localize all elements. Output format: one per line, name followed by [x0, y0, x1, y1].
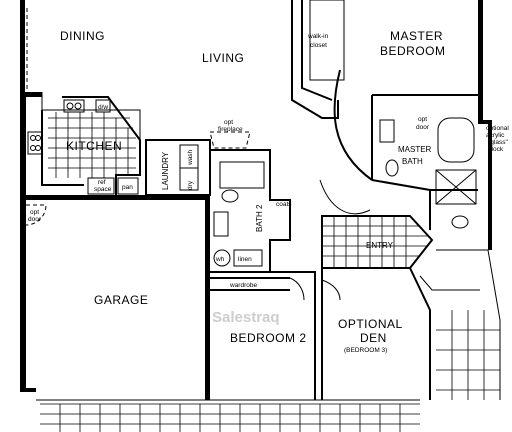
- dishwasher: [95, 99, 111, 113]
- kitchen-area: [27, 96, 141, 195]
- front-porch: [36, 249, 501, 432]
- label-laundry: LAUNDRY: [161, 151, 170, 190]
- watermark: Salestraq: [212, 309, 280, 326]
- label-glass-block-line2: acrylic: [486, 132, 505, 139]
- label-glass-block-line3: "glass": [488, 139, 508, 146]
- shower: [435, 169, 477, 205]
- label-glass-block-line1: optional: [486, 125, 509, 132]
- dining-living-zone: [26, 8, 141, 140]
- toilet: [221, 189, 239, 203]
- master-tub: [437, 117, 475, 163]
- linen-closet: [233, 249, 263, 267]
- label-bedroom-2: BEDROOM 2: [230, 331, 307, 345]
- label-master-bath-line2: BATH: [402, 157, 423, 166]
- entry-toilet: [451, 215, 469, 229]
- label-ref-space-line1: ref: [98, 179, 106, 186]
- label-wardrobe: wardrobe: [229, 282, 257, 289]
- master-vanity: [379, 119, 395, 143]
- bedrooms: [210, 267, 431, 400]
- label-kitchen: KITCHEN: [66, 139, 122, 153]
- entry-area: [319, 179, 434, 269]
- label-coats: coats: [276, 201, 292, 208]
- label-garage-door-line1: opt: [30, 209, 39, 216]
- label-garage-door-line2: door: [28, 216, 42, 223]
- label-optional-den-line1: OPTIONAL: [338, 317, 403, 331]
- label-master-bedroom-line2: BEDROOM: [380, 44, 446, 58]
- ref-space: [87, 177, 115, 195]
- label-optional-den-line3: (BEDROOM 3): [344, 347, 387, 354]
- label-optional-den-line2: DEN: [360, 331, 387, 345]
- laundry-room: [145, 139, 211, 196]
- label-pantry: pan: [122, 184, 133, 191]
- label-glass-block-line4: block: [488, 146, 504, 153]
- kitchen-tiles: [48, 112, 136, 178]
- label-dining: DINING: [60, 29, 105, 43]
- label-dryer: dry: [187, 180, 194, 190]
- label-ref-space-line2: space: [94, 186, 112, 193]
- label-entry: ENTRY: [366, 241, 394, 250]
- label-bath-2: BATH 2: [255, 204, 264, 232]
- label-master-bedroom-line1: MASTER: [390, 29, 443, 43]
- label-water-heater: wh: [215, 256, 225, 263]
- sink: [63, 99, 85, 113]
- pantry: [117, 177, 139, 195]
- label-fireplace-line2: fireplace: [218, 126, 243, 133]
- fireplace: [209, 131, 251, 149]
- range: [27, 131, 43, 155]
- master-toilet: [385, 159, 399, 177]
- label-walkin-closet-line2: closet: [310, 42, 327, 49]
- label-garage: GARAGE: [94, 293, 148, 307]
- label-bath-door-line1: opt: [418, 116, 427, 123]
- label-living: LIVING: [202, 51, 244, 65]
- bathtub: [219, 161, 265, 189]
- bath-2: [210, 149, 291, 273]
- exterior-walls: [20, 0, 492, 400]
- label-bath-door-line2: door: [416, 124, 430, 131]
- master-suite: [291, 0, 478, 230]
- label-fireplace-line1: opt: [224, 119, 233, 126]
- vanity: [213, 211, 229, 237]
- label-dishwasher: d/w: [98, 104, 108, 111]
- label-linen: linen: [238, 256, 252, 263]
- label-walkin-closet-line1: walk-in: [307, 33, 329, 40]
- label-washer: wash: [187, 149, 194, 166]
- label-master-bath-line1: MASTER: [398, 145, 432, 154]
- water-heater: [213, 249, 231, 267]
